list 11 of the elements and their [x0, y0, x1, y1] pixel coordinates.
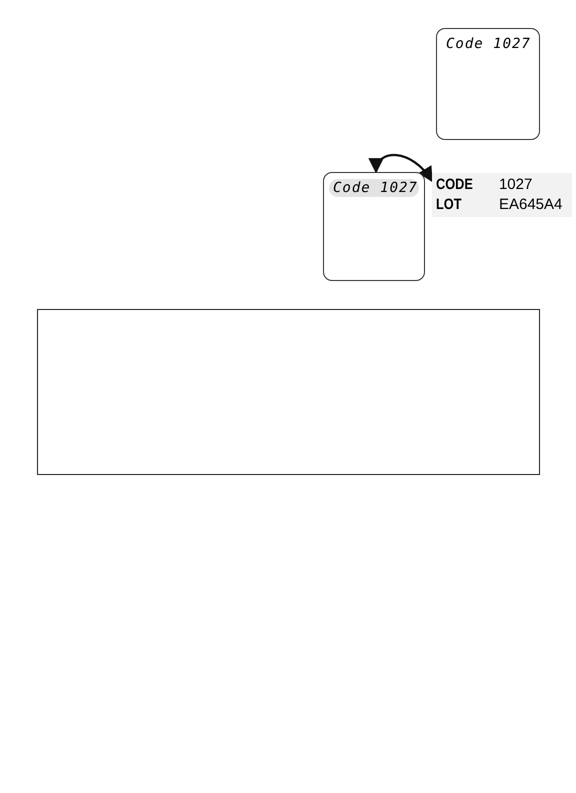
empty-frame	[37, 309, 540, 475]
field-name: CODE	[436, 176, 474, 194]
lcd-screen	[436, 28, 540, 140]
field-value: 1027	[498, 176, 534, 194]
double-arrow	[370, 154, 433, 182]
lcd-readout: Code 1027	[445, 35, 532, 53]
field-value: EA645A4	[498, 196, 564, 214]
lcd-readout: Code 1027	[329, 179, 419, 197]
code-label	[432, 173, 572, 217]
field-name: LOT	[436, 196, 462, 214]
lcd-screen	[323, 172, 425, 281]
